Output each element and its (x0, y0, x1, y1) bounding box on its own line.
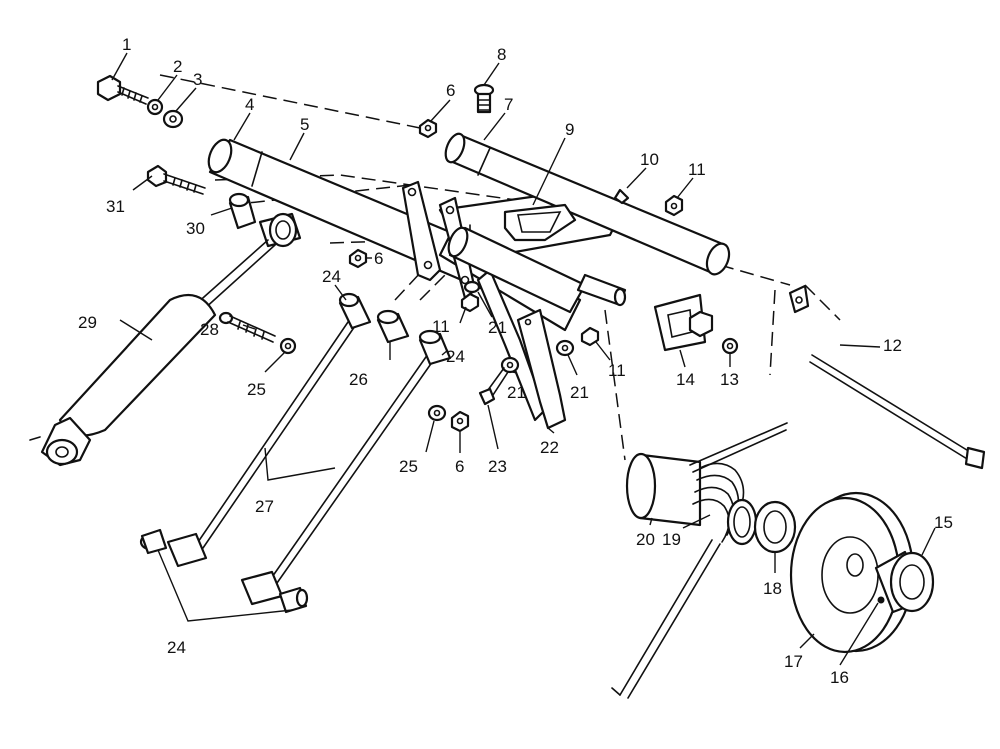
callout-13: 13 (720, 370, 739, 389)
clip-9 (503, 203, 577, 242)
washer-2 (146, 98, 164, 116)
link-27-b (240, 329, 452, 614)
callout-16: 16 (830, 668, 849, 687)
bearing-15 (874, 550, 935, 614)
callout-6-top: 6 (446, 81, 455, 100)
callout-labels: 1 2 3 4 5 6 6 6 6 7 8 9 10 11 11 11 11 1… (78, 35, 953, 687)
callout-24-mid: 24 (446, 347, 465, 366)
callout-12: 12 (883, 336, 902, 355)
callout-19: 19 (662, 530, 681, 549)
bolt-31 (146, 164, 206, 195)
callout-11-right: 11 (608, 361, 626, 380)
callout-2: 2 (173, 57, 182, 76)
bushing-30 (228, 192, 257, 230)
callout-22: 22 (540, 438, 559, 457)
bushing-26 (376, 309, 410, 344)
cross-tube-7 (444, 132, 731, 276)
strap-22 (516, 308, 567, 430)
callout-21-c: 21 (570, 383, 589, 402)
callout-5: 5 (300, 115, 309, 134)
callout-26: 26 (349, 370, 368, 389)
callout-24-bottom: 24 (167, 638, 186, 657)
callout-20: 20 (636, 530, 655, 549)
callout-30: 30 (186, 219, 205, 238)
nut-11-mid (460, 292, 480, 313)
bolt-8 (473, 83, 495, 114)
washer-18 (753, 500, 797, 554)
callout-9: 9 (565, 120, 574, 139)
callout-11-top: 11 (688, 160, 706, 179)
washer-13 (721, 337, 739, 355)
callout-1: 1 (122, 35, 131, 54)
spring-19 (611, 422, 788, 699)
callout-17: 17 (784, 652, 803, 671)
callout-18: 18 (763, 579, 782, 598)
washer-25-b (427, 404, 447, 422)
front-tube (447, 226, 627, 314)
pin-10 (613, 188, 630, 205)
washer-21-b (500, 356, 520, 374)
callout-10: 10 (640, 150, 659, 169)
callout-4: 4 (245, 95, 254, 114)
callout-23: 23 (488, 457, 507, 476)
washer-25-a (279, 337, 297, 355)
callout-7: 7 (504, 95, 513, 114)
callout-14: 14 (676, 370, 695, 389)
bolt-bracket (788, 284, 810, 314)
callout-15: 15 (934, 513, 953, 532)
callout-25-b: 25 (399, 457, 418, 476)
callout-31: 31 (106, 197, 125, 216)
washer-21-c (555, 339, 575, 357)
callout-25-a: 25 (247, 380, 266, 399)
callout-11-mid: 11 (432, 317, 450, 336)
bolt-28 (218, 311, 276, 343)
callout-leaders (111, 52, 936, 666)
callout-6-mid: 6 (374, 249, 383, 268)
bolt-1 (96, 74, 149, 105)
callout-29: 29 (78, 313, 97, 332)
nut-6-mid (348, 248, 368, 269)
nut-11-top (664, 194, 684, 217)
bolt-12 (809, 354, 986, 470)
callout-28: 28 (200, 320, 219, 339)
callout-8: 8 (497, 45, 506, 64)
nut-6-low (450, 410, 470, 433)
washer-21-a (463, 280, 481, 294)
nut-6-top (418, 118, 438, 139)
link-27-a (139, 292, 372, 568)
tab-14 (653, 293, 714, 352)
shock-absorber-29 (29, 212, 302, 467)
callout-21-b: 21 (507, 383, 526, 402)
callout-3: 3 (193, 70, 202, 89)
washer-3 (162, 109, 184, 129)
callout-6-low: 6 (455, 457, 464, 476)
callout-27: 27 (255, 497, 274, 516)
nut-11-right (580, 326, 600, 347)
callout-24-top: 24 (322, 267, 341, 286)
callout-21-a: 21 (488, 318, 507, 337)
bolt-23 (478, 367, 509, 406)
